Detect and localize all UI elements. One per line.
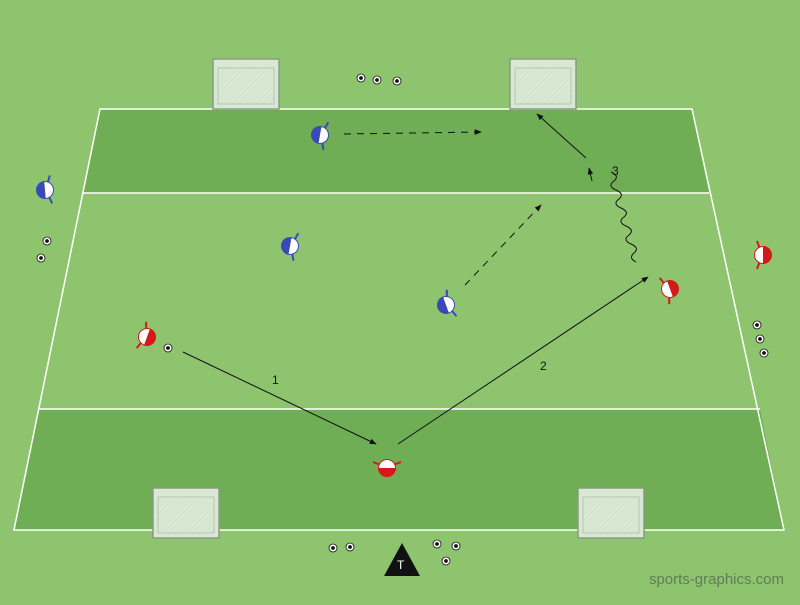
ball-icon [432,539,442,549]
goal-bottom-left [152,487,220,539]
ball-icon [36,253,46,263]
balls [36,73,769,566]
pitch-zone-bottom [14,409,784,530]
dribble-arrowhead [587,167,594,182]
ball-icon [755,334,765,344]
step-label-1: 1 [272,373,279,387]
player-blue-center [437,289,458,317]
player-blue-left-outside [36,175,54,204]
pass-arrow-1 [182,351,377,445]
ball-icon [42,236,52,246]
ball-icon [441,556,451,566]
pitch-zone-top [83,109,709,193]
player-blue-top [311,121,330,151]
ball-icon [752,320,762,330]
ball-icon [328,543,338,553]
ball-icon [356,73,366,83]
player-red-right-outside [754,240,772,270]
ball-icon [451,541,461,551]
ball-icon [163,343,173,353]
step-label-3: 3 [612,164,619,178]
goal-top-right [509,58,577,110]
goal-bottom-right [577,487,645,539]
ball-icon [759,348,769,358]
step-label-2: 2 [540,359,547,373]
run-arrow-middle [464,204,542,286]
trainer-cone-icon [384,543,420,576]
player-red-bottom [372,459,402,477]
pitch-zone-middle [38,193,760,409]
trainer-label: T [397,558,405,572]
ball-icon [345,542,355,552]
player-red-right [658,277,679,305]
pass-arrow-2 [397,276,649,445]
player-red-left [135,321,156,349]
goal-top-left [212,58,280,110]
ball-icon [372,75,382,85]
dribble-arrow-3 [610,171,637,263]
run-arrow-top [343,129,482,135]
credit-text: sports-graphics.com [648,571,784,588]
ball-icon [392,76,402,86]
player-blue-mid-left [281,232,300,262]
pitch-lines [13,108,785,531]
shot-arrow-3 [536,113,587,159]
